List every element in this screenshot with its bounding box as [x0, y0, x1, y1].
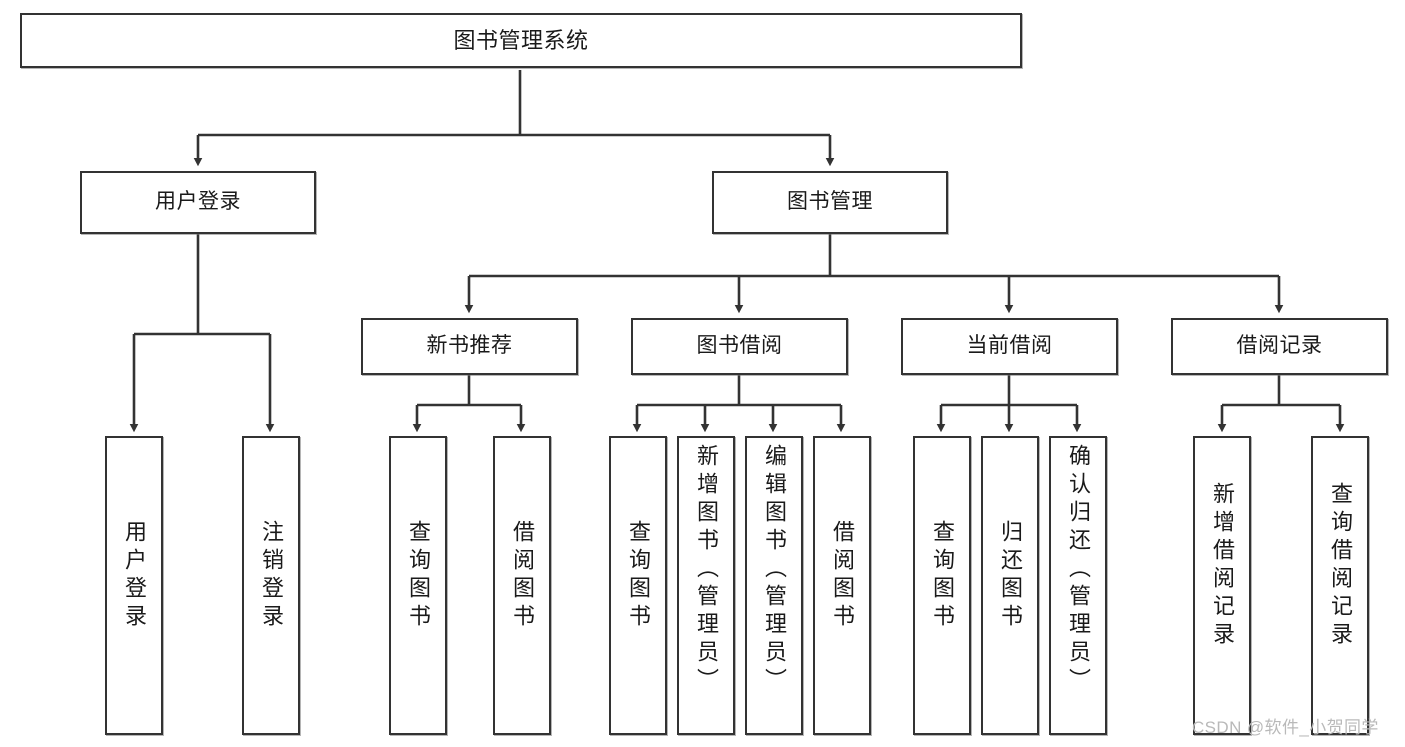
node-user-login[interactable]: 用户登录	[80, 171, 316, 234]
node-label: 查询图书	[626, 520, 651, 632]
leaf-new-book-borrow-book[interactable]: 借阅图书	[493, 436, 551, 735]
node-label: 用户登录	[155, 190, 241, 214]
node-borrow-record[interactable]: 借阅记录	[1171, 318, 1388, 375]
leaf-borrow-record-add-record[interactable]: 新增借阅记录	[1193, 436, 1251, 735]
node-book-management-system[interactable]: 图书管理系统	[20, 13, 1022, 68]
node-label: 注销登录	[259, 520, 284, 632]
leaf-current-borrow-return-book[interactable]: 归还图书	[981, 436, 1039, 735]
node-label: 借阅图书	[830, 520, 855, 632]
node-label: 新增图书（管理员）	[694, 444, 719, 696]
leaf-new-book-query-book[interactable]: 查询图书	[389, 436, 447, 735]
node-label: 图书借阅	[696, 334, 783, 358]
node-label: 图书管理系统	[453, 27, 589, 53]
leaf-book-borrow-edit-book-admin[interactable]: 编辑图书（管理员）	[745, 436, 803, 735]
leaf-current-borrow-confirm-return-admin[interactable]: 确认归还（管理员）	[1049, 436, 1107, 735]
leaf-user-login-logout[interactable]: 注销登录	[242, 436, 300, 735]
node-label: 确认归还（管理员）	[1066, 444, 1091, 696]
node-label: 编辑图书（管理员）	[762, 444, 787, 696]
node-book-borrow[interactable]: 图书借阅	[631, 318, 848, 375]
node-label: 归还图书	[998, 520, 1023, 632]
node-label: 查询借阅记录	[1328, 482, 1353, 650]
node-current-borrow[interactable]: 当前借阅	[901, 318, 1118, 375]
node-new-book-recommend[interactable]: 新书推荐	[361, 318, 578, 375]
node-label: 查询图书	[930, 520, 955, 632]
node-label: 查询图书	[406, 520, 431, 632]
node-label: 新书推荐	[426, 334, 513, 358]
node-label: 用户登录	[122, 520, 147, 632]
leaf-book-borrow-add-book-admin[interactable]: 新增图书（管理员）	[677, 436, 735, 735]
node-book-management[interactable]: 图书管理	[712, 171, 948, 234]
leaf-current-borrow-query-book[interactable]: 查询图书	[913, 436, 971, 735]
csdn-watermark: CSDN @软件_小贺同学	[1192, 718, 1379, 737]
node-label: 当前借阅	[966, 334, 1053, 358]
node-label: 借阅记录	[1236, 334, 1323, 358]
node-label: 新增借阅记录	[1210, 482, 1235, 650]
leaf-book-borrow-query-book[interactable]: 查询图书	[609, 436, 667, 735]
leaf-user-login-login[interactable]: 用户登录	[105, 436, 163, 735]
node-label: 借阅图书	[510, 520, 535, 632]
node-label: 图书管理	[787, 190, 873, 214]
leaf-borrow-record-query-record[interactable]: 查询借阅记录	[1311, 436, 1369, 735]
leaf-book-borrow-borrow-book[interactable]: 借阅图书	[813, 436, 871, 735]
